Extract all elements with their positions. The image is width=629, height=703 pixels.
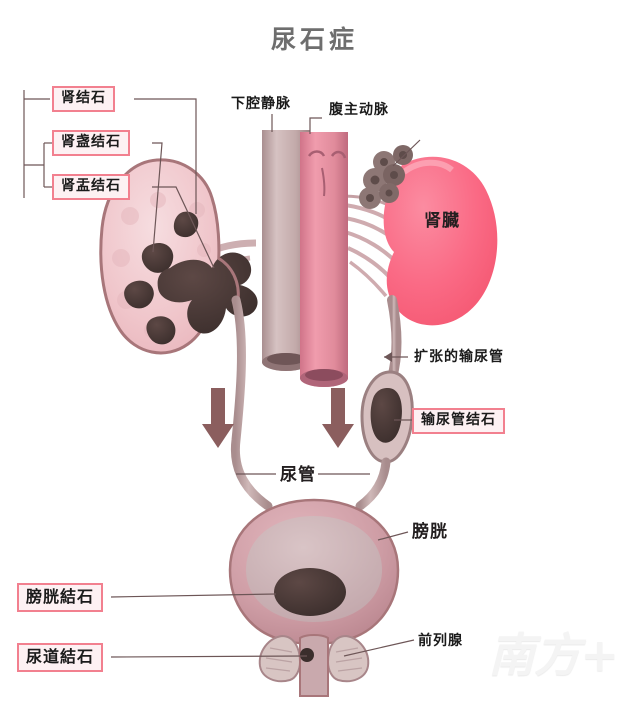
label-kidney[interactable]: 肾臓 (424, 211, 460, 231)
right-ureter-dilated (355, 295, 414, 511)
left-flow-arrow (202, 388, 234, 448)
urethra (299, 634, 329, 697)
left-kidney-section (99, 158, 258, 355)
label-pelvis-stone[interactable]: 肾盂结石 (52, 174, 130, 201)
bladder (228, 498, 400, 646)
kidney-stone-cluster (359, 145, 413, 209)
label-urethral-stone[interactable]: 尿道結石 (17, 643, 104, 672)
leader-lines (23, 90, 421, 658)
label-calyx-stone[interactable]: 肾盏结石 (52, 130, 130, 157)
prostate (258, 634, 370, 683)
label-bladder[interactable]: 膀胱 (412, 522, 448, 542)
right-flow-arrow (322, 388, 354, 448)
label-prostate[interactable]: 前列腺 (418, 633, 463, 649)
label-inferior-vena-cava[interactable]: 下腔静脉 (231, 96, 291, 112)
label-bladder-stone[interactable]: 膀胱結石 (17, 583, 104, 612)
label-ureteral-stone[interactable]: 输尿管结石 (412, 408, 505, 435)
right-kidney (383, 156, 498, 326)
left-ureter (230, 295, 273, 511)
page-title: 尿石症 (270, 25, 358, 54)
inferior-vena-cava (262, 130, 310, 371)
label-kidney-stone[interactable]: 肾结石 (52, 86, 115, 113)
label-dilated-ureter[interactable]: 扩张的输尿管 (414, 349, 504, 365)
watermark: 南方+ (488, 628, 619, 682)
label-ureter[interactable]: 尿管 (280, 465, 316, 485)
label-abdominal-aorta[interactable]: 腹主动脉 (329, 102, 389, 118)
abdominal-aorta (300, 132, 348, 387)
